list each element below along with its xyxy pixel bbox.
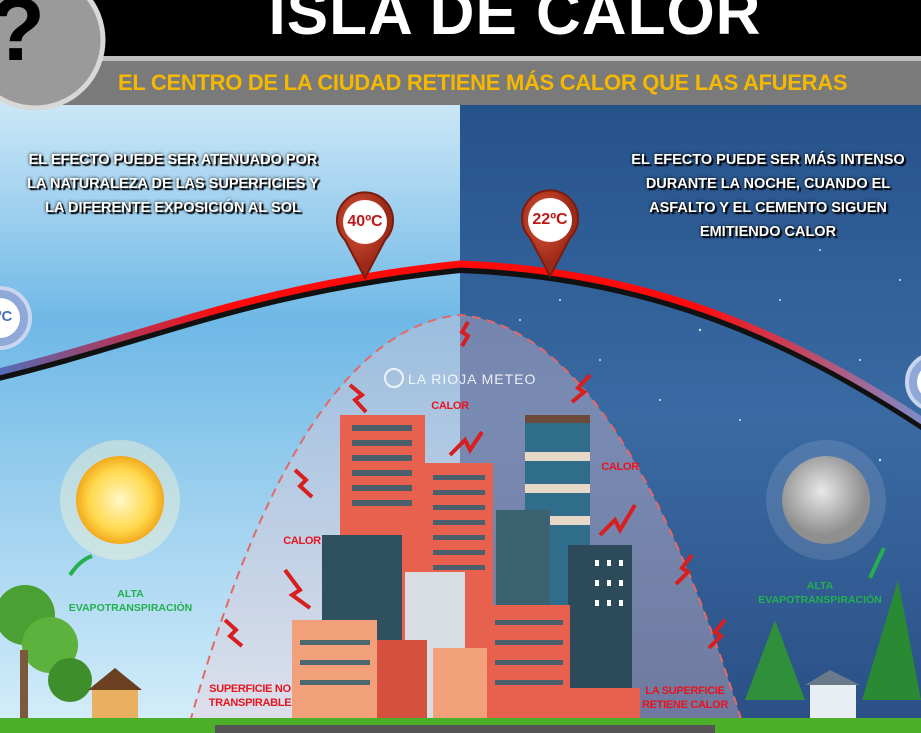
heat-label: CALOR bbox=[431, 400, 469, 412]
evapotranspiration-arrow-icon bbox=[68, 554, 93, 577]
day-edge-temperature: ºC bbox=[0, 308, 13, 325]
pin-icon bbox=[521, 189, 579, 279]
road bbox=[215, 725, 715, 733]
watermark-logo-icon bbox=[384, 368, 404, 388]
day-evapotranspiration-label: ALTA EVAPOTRANSPIRACIÓN bbox=[68, 588, 193, 614]
night-note: EL EFECTO PUEDE SER MÁS INTENSO DURANTE … bbox=[631, 152, 905, 240]
tree-icons bbox=[0, 580, 921, 725]
moon-icon bbox=[782, 456, 870, 544]
day-center-temperature: 40ºC bbox=[347, 213, 383, 230]
house-icon bbox=[88, 668, 142, 722]
page-subtitle: EL CENTRO DE LA CIUDAD RETIENE MÁS CALOR… bbox=[118, 70, 848, 95]
heat-label: CALOR bbox=[283, 535, 321, 547]
day-surface-label: SUPERFICIE NO TRANSPIRABLE bbox=[208, 683, 292, 709]
cool-pin-icon bbox=[905, 355, 921, 409]
evapotranspiration-arrow-icon bbox=[868, 547, 886, 579]
heat-label: CALOR bbox=[601, 461, 639, 473]
night-surface-label: LA SUPERFICIE RETIENE CALOR bbox=[642, 685, 728, 711]
night-evapotranspiration-label: ALTA EVAPOTRANSPIRACIÓN bbox=[758, 580, 882, 606]
cool-pin-icon bbox=[0, 286, 32, 350]
svg-text:?: ? bbox=[0, 0, 45, 80]
watermark: LA RIOJA METEO bbox=[408, 371, 537, 387]
pin-icon bbox=[336, 191, 394, 281]
night-center-temperature: 22ºC bbox=[532, 211, 568, 228]
logo-icon bbox=[0, 0, 106, 111]
heat-arrow-icons bbox=[223, 320, 727, 650]
subtitle-band bbox=[60, 61, 921, 105]
city-buildings bbox=[292, 415, 640, 725]
title-band bbox=[0, 0, 921, 56]
temperature-curve bbox=[0, 260, 921, 425]
house-icon bbox=[805, 670, 860, 720]
sun-icon bbox=[76, 456, 164, 544]
page-title: ISLA DE CALOR bbox=[268, 0, 762, 48]
day-note: EL EFECTO PUEDE SER ATENUADO POR LA NATU… bbox=[27, 152, 319, 216]
